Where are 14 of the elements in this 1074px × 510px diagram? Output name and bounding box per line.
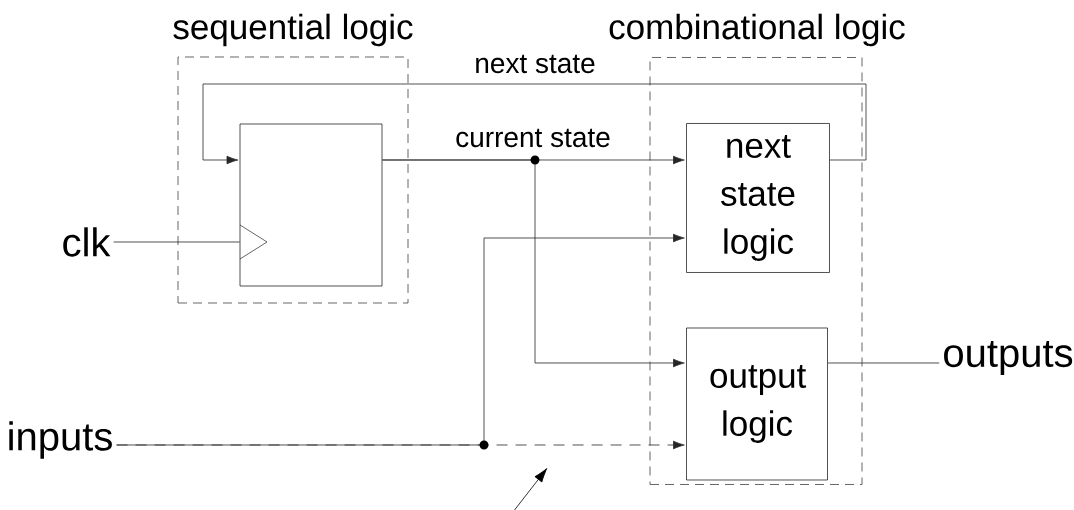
signal-label: clk <box>63 227 111 257</box>
logic-block: next state logic <box>686 123 830 273</box>
arrow <box>382 159 685 368</box>
logic-block: output logic <box>686 327 828 481</box>
edge-label: next state <box>476 54 595 74</box>
signal-label: outputs <box>944 340 1073 376</box>
signal-label: inputs <box>9 421 112 459</box>
edge-label: current state <box>456 128 610 148</box>
dashed-group-box: sequential logic <box>173 13 413 304</box>
node-label: combinational logic <box>609 13 905 47</box>
arrow <box>116 233 685 446</box>
arrow <box>202 83 867 165</box>
node-label: sequential logic <box>173 13 413 47</box>
register-box <box>239 123 383 287</box>
